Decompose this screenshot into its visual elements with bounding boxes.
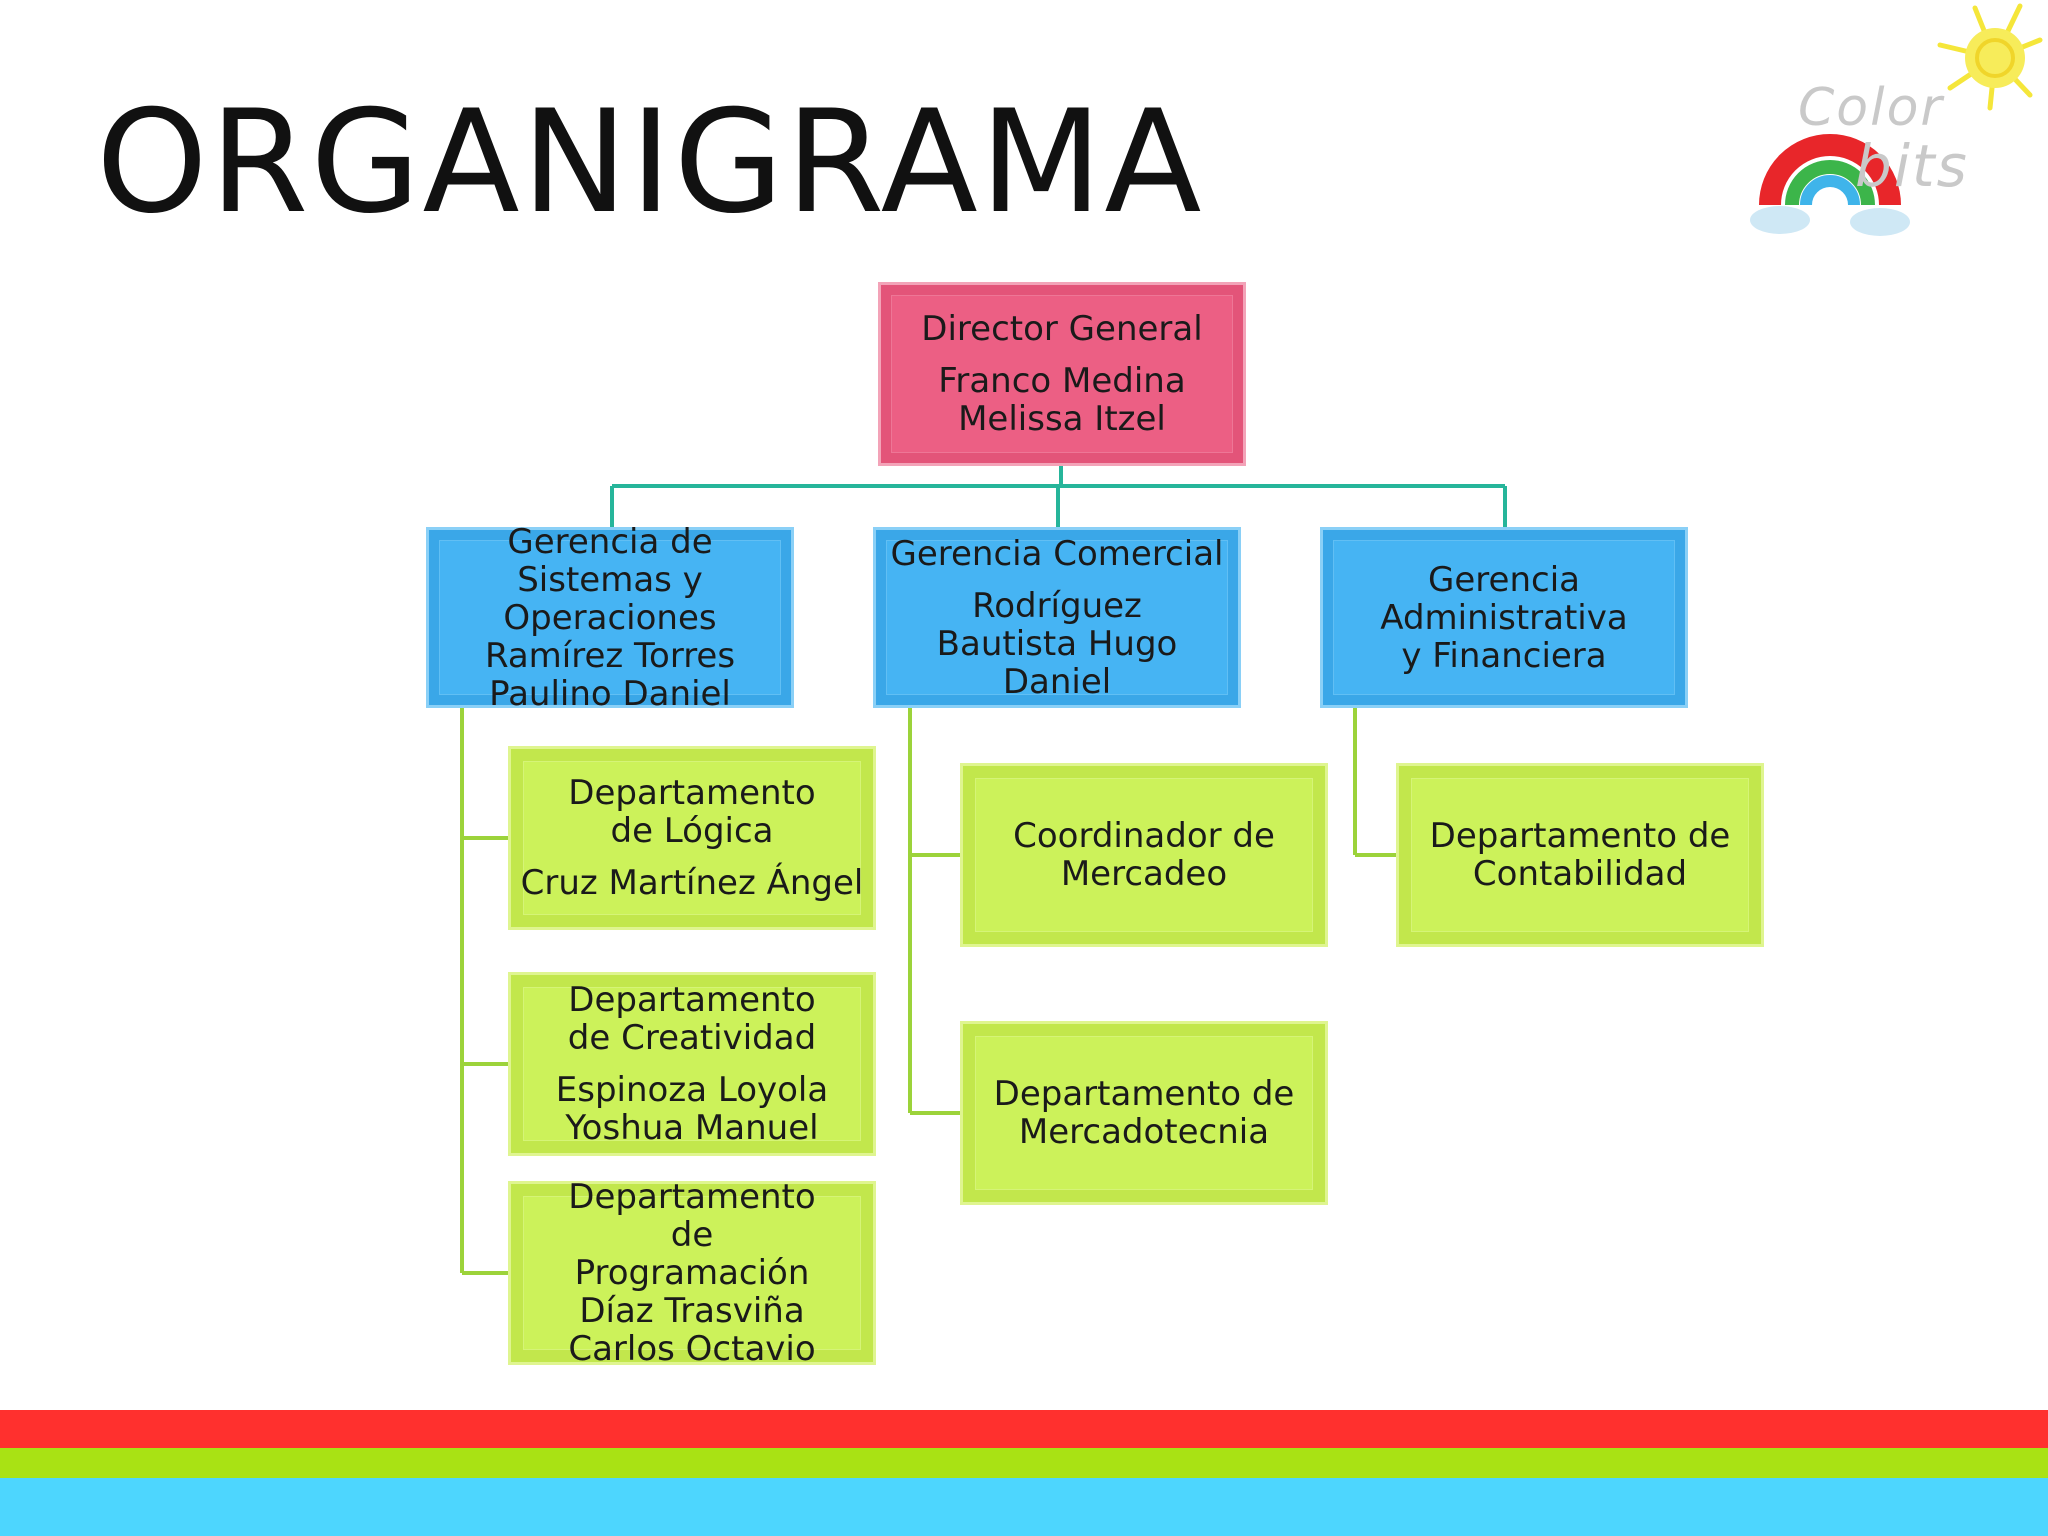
node-person: Díaz Trasviña Carlos Octavio [568, 1291, 816, 1369]
footer-stripe-green [0, 1448, 2048, 1478]
node-gerencia-comercial: Gerencia Comercial Rodríguez Bautista Hu… [873, 527, 1241, 708]
node-dep-creatividad: Departamento de Creatividad Espinoza Loy… [508, 972, 876, 1156]
footer-stripe-red [0, 1410, 2048, 1448]
node-gerencia-sistemas: Gerencia de Sistemas y Operaciones Ramír… [426, 523, 794, 713]
node-person: Espinoza Loyola Yoshua Manuel [555, 1070, 829, 1148]
node-role: Gerencia Comercial [890, 533, 1224, 574]
node-person: Rodríguez Bautista Hugo Daniel [936, 585, 1178, 702]
colorbits-logo: Color bits [1740, 0, 2048, 250]
node-role: Gerencia de Sistemas y Operaciones [503, 521, 717, 638]
slide-title: ORGANIGRAMA [96, 80, 1204, 245]
logo-text-bits: bits [1855, 132, 1969, 200]
node-dep-contabilidad: Departamento de Contabilidad [1396, 763, 1764, 947]
node-role: Gerencia Administrativa y Financiera [1380, 559, 1628, 676]
node-director-general: Director General Franco Medina Melissa I… [878, 282, 1246, 466]
node-role: Director General [921, 309, 1203, 349]
node-role: Departamento de Creatividad [567, 980, 817, 1058]
node-dep-mercadotecnia: Departamento de Mercadotecnia [960, 1021, 1328, 1205]
node-role: Departamento de Mercadotecnia [993, 1074, 1295, 1152]
node-coord-mercadeo: Coordinador de Mercadeo [960, 763, 1328, 947]
node-person: Franco Medina Melissa Itzel [938, 361, 1186, 439]
footer-stripe-blue [0, 1478, 2048, 1536]
sun-rainbow-icon [1750, 3, 2043, 236]
node-person: Cruz Martínez Ángel [520, 863, 864, 903]
node-role: Departamento de Contabilidad [1429, 816, 1731, 894]
node-dep-programacion: Departamento de Programación Díaz Trasvi… [508, 1177, 876, 1369]
node-role: Departamento de Lógica [568, 773, 816, 851]
node-person: Ramírez Torres Paulino Daniel [484, 635, 736, 714]
node-gerencia-administrativa: Gerencia Administrativa y Financiera [1320, 527, 1688, 708]
node-dep-logica: Departamento de Lógica Cruz Martínez Áng… [508, 746, 876, 930]
node-role: Departamento de Programación [568, 1177, 816, 1293]
logo-text-color: Color [1798, 78, 1944, 138]
node-role: Coordinador de Mercadeo [1013, 816, 1275, 894]
